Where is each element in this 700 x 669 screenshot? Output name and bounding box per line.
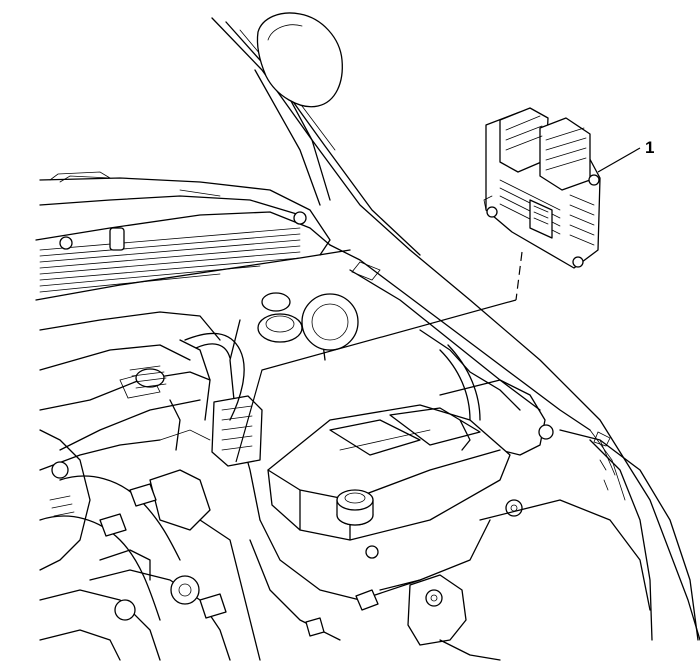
engine-top-left (39, 311, 221, 471)
fender-apron (329, 244, 651, 611)
coolant-reservoir (229, 292, 359, 521)
callout-leader-1 (597, 147, 641, 173)
cowl-panel (35, 171, 351, 301)
hoses (184, 332, 481, 451)
battery (249, 404, 511, 641)
callout-number-1: 1 (645, 138, 654, 157)
radiator-support (559, 429, 699, 641)
mounting-bracket (305, 574, 501, 661)
engine-left-components (39, 399, 261, 661)
module-location-line (235, 299, 517, 463)
side-mirror (256, 12, 343, 108)
control-module-icon (483, 107, 601, 269)
relay-block (211, 395, 263, 467)
module-location-dashed-line (515, 251, 523, 301)
cowl-grille (39, 227, 301, 293)
callout-leaders (235, 147, 641, 463)
